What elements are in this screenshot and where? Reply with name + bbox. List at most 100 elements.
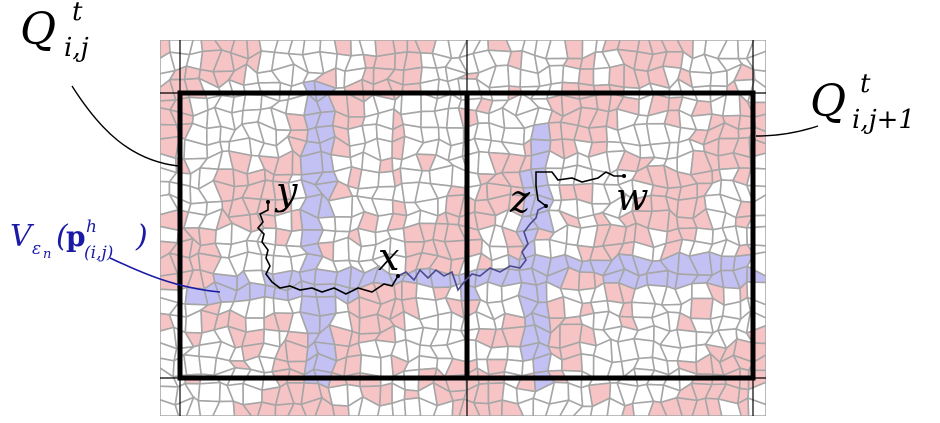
voronoi-cell bbox=[535, 280, 548, 304]
voronoi-cell bbox=[753, 69, 766, 89]
voronoi-cell bbox=[331, 404, 350, 416]
svg-text:ε: ε bbox=[32, 239, 41, 259]
voronoi-cell bbox=[577, 271, 597, 292]
svg-text:i,j+1: i,j+1 bbox=[852, 105, 915, 135]
voronoi-cell bbox=[212, 400, 236, 416]
voronoi-cell bbox=[256, 401, 277, 416]
path-y-to-x bbox=[256, 202, 399, 295]
voronoi-cell bbox=[486, 280, 503, 304]
voronoi-cell bbox=[587, 125, 609, 144]
svg-text:Q: Q bbox=[20, 4, 56, 55]
svg-text:i,j: i,j bbox=[64, 33, 89, 63]
voronoi-cell bbox=[688, 70, 713, 89]
label-y: y bbox=[274, 169, 298, 213]
voronoi-cell bbox=[437, 311, 453, 331]
voronoi-cell bbox=[241, 401, 264, 416]
voronoi-cell bbox=[357, 395, 381, 416]
voronoi-cell bbox=[378, 156, 394, 174]
voronoi-cell bbox=[327, 383, 350, 407]
voronoi-cell bbox=[745, 167, 766, 188]
voronoi-cell bbox=[608, 63, 626, 89]
leader-voronoi-set bbox=[109, 257, 221, 293]
voronoi-cell bbox=[314, 396, 336, 416]
voronoi-cell bbox=[745, 225, 766, 247]
point-x bbox=[396, 274, 400, 278]
voronoi-cell bbox=[676, 344, 698, 364]
voronoi-cell bbox=[378, 382, 393, 408]
svg-text:n: n bbox=[43, 247, 51, 262]
voronoi-cell bbox=[451, 398, 466, 416]
point-y bbox=[266, 200, 270, 204]
voronoi-cell bbox=[516, 397, 535, 416]
voronoi-cell bbox=[393, 279, 403, 302]
voronoi-cell bbox=[709, 69, 729, 88]
voronoi-cell bbox=[218, 140, 231, 153]
voronoi-cell bbox=[432, 399, 454, 416]
svg-text:): ) bbox=[135, 219, 148, 254]
voronoi-cell bbox=[506, 64, 522, 88]
voronoi-cell bbox=[691, 397, 710, 416]
voronoi-cell bbox=[689, 297, 715, 320]
label-z: z bbox=[509, 177, 531, 221]
voronoi-cell bbox=[721, 93, 742, 117]
svg-text:(: ( bbox=[56, 219, 69, 254]
voronoi-cell bbox=[185, 396, 202, 416]
voronoi-cell bbox=[745, 50, 766, 73]
voronoi-cell bbox=[313, 267, 339, 286]
voronoi-cell bbox=[561, 64, 581, 85]
voronoi-cell bbox=[548, 64, 565, 86]
voronoi-cell bbox=[458, 398, 481, 416]
voronoi-cell bbox=[403, 396, 422, 416]
voronoi-cell bbox=[589, 396, 611, 416]
voronoi-cell bbox=[563, 40, 584, 60]
voronoi-cell bbox=[198, 355, 218, 377]
voronoi-cell bbox=[592, 66, 611, 87]
voronoi-cell bbox=[631, 400, 655, 416]
voronoi-cell bbox=[417, 396, 439, 416]
voronoi-cell bbox=[232, 400, 253, 416]
voronoi-cell bbox=[675, 396, 699, 416]
leader-q-right bbox=[755, 125, 819, 137]
voronoi-cell bbox=[647, 400, 668, 416]
leader-q-left bbox=[71, 85, 179, 167]
svg-text:p: p bbox=[66, 220, 86, 253]
voronoi-cell bbox=[659, 396, 684, 416]
voronoi-cell bbox=[402, 66, 424, 86]
label-q-right: Q t i,j+1 bbox=[810, 69, 915, 135]
voronoi-cell bbox=[530, 122, 552, 142]
voronoi-cell bbox=[704, 397, 723, 416]
label-x: x bbox=[378, 235, 399, 279]
svg-text:t: t bbox=[72, 0, 83, 27]
voronoi-cell bbox=[372, 52, 397, 71]
voronoi-cell bbox=[242, 93, 263, 112]
voronoi-cell bbox=[376, 402, 395, 416]
voronoi-cell bbox=[572, 405, 594, 416]
svg-text:h: h bbox=[86, 217, 97, 237]
path-x-to-z bbox=[397, 205, 547, 292]
point-z bbox=[544, 204, 548, 208]
voronoi-cell bbox=[606, 396, 626, 416]
voronoi-cell bbox=[160, 398, 180, 416]
point-w bbox=[622, 174, 626, 178]
voronoi-cell bbox=[197, 381, 222, 403]
voronoi-tessellation bbox=[160, 40, 766, 416]
voronoi-cell bbox=[717, 397, 743, 416]
voronoi-cell bbox=[645, 269, 670, 288]
voronoi-cell bbox=[487, 399, 504, 416]
voronoi-cell bbox=[391, 398, 407, 416]
voronoi-cell bbox=[475, 109, 490, 125]
voronoi-cell bbox=[532, 397, 551, 416]
svg-text:Q: Q bbox=[810, 76, 846, 127]
label-q-left: Q t i,j bbox=[20, 0, 89, 63]
voronoi-cell bbox=[621, 402, 635, 416]
voronoi-cell bbox=[332, 236, 350, 263]
svg-text:(i,j): (i,j) bbox=[84, 243, 113, 263]
svg-text:V: V bbox=[10, 219, 35, 254]
voronoi-cell bbox=[472, 402, 491, 416]
svg-text:t: t bbox=[860, 69, 871, 99]
voronoi-cell bbox=[736, 396, 750, 416]
box-q-right bbox=[464, 90, 756, 381]
label-w: w bbox=[616, 175, 649, 219]
voronoi-cell bbox=[357, 168, 381, 190]
